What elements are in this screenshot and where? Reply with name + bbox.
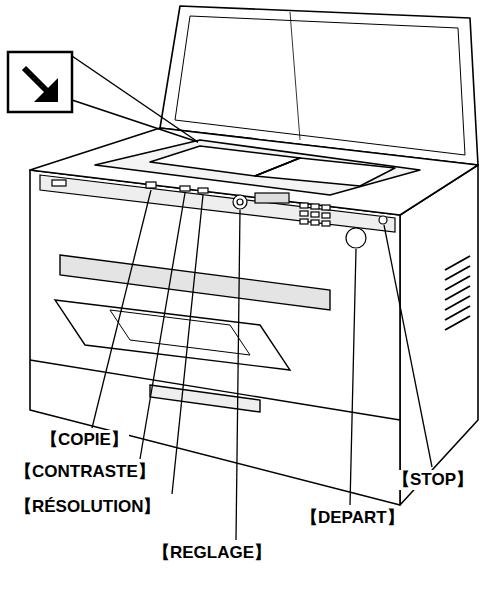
paper-tray xyxy=(55,300,290,370)
keypad xyxy=(300,203,330,226)
copy-button xyxy=(146,182,156,188)
scanner-glass xyxy=(95,140,420,195)
orientation-callout xyxy=(8,52,198,142)
start-button xyxy=(346,228,366,248)
front-panel xyxy=(30,170,400,505)
display xyxy=(255,193,289,203)
contrast-button xyxy=(180,186,190,191)
book-page xyxy=(255,158,395,186)
stop-button xyxy=(379,216,387,224)
start-label: 【DEPART】 xyxy=(300,508,405,528)
cassette-handle xyxy=(150,385,260,412)
contrast-label: 【CONTRASTE】 xyxy=(14,462,156,482)
vent xyxy=(445,256,470,330)
resolution-button xyxy=(198,188,208,193)
copy-label: 【COPIE】 xyxy=(40,430,129,450)
setting-dial xyxy=(233,195,247,209)
leader-line xyxy=(92,190,432,540)
stop-label: 【STOP】 xyxy=(392,470,474,490)
setting-label: 【REGLAGE】 xyxy=(152,543,272,563)
side-panel xyxy=(400,165,478,505)
power-switch xyxy=(52,180,66,186)
resolution-label: 【RÉSOLUTION】 xyxy=(14,497,161,517)
